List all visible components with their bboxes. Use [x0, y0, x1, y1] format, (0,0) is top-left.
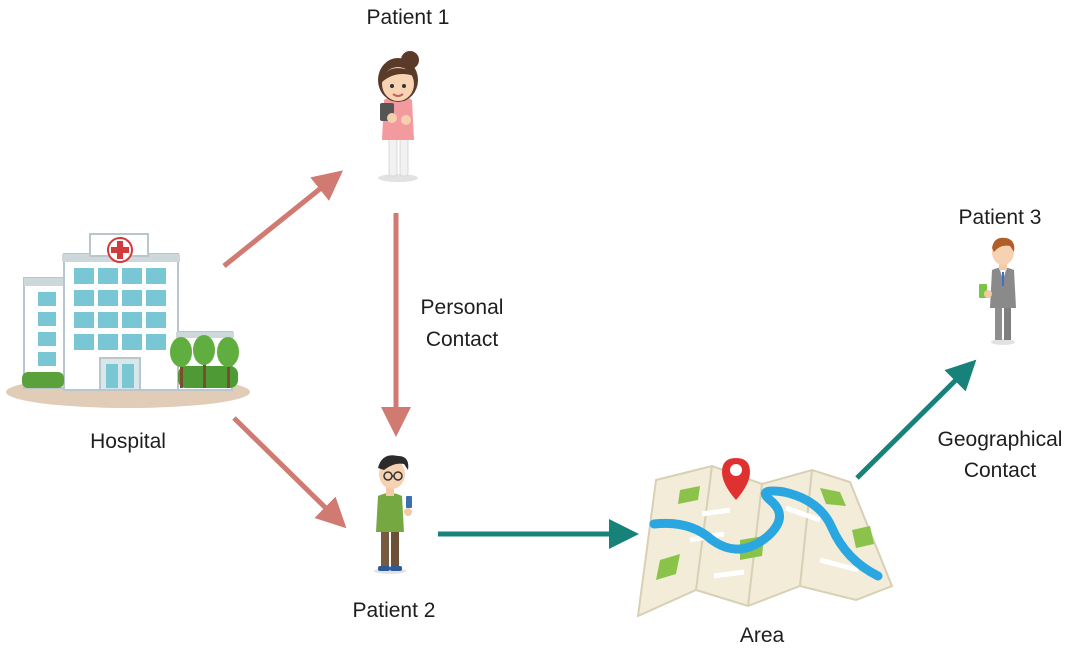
arrow-hospital-to-patient1	[222, 170, 344, 268]
personal-contact-label-line2: Contact	[426, 328, 499, 351]
patient3-figure	[979, 237, 1016, 345]
area-map-icon	[636, 458, 894, 618]
patient2-label: Patient 2	[353, 599, 436, 622]
patient1-figure	[378, 51, 419, 182]
patient3-label: Patient 3	[959, 206, 1042, 229]
hospital-icon	[6, 233, 250, 408]
arrow-area-to-patient3	[855, 359, 977, 480]
geographical-contact-label-line2: Contact	[964, 459, 1037, 482]
geographical-contact-label-line1: Geographical	[938, 428, 1063, 451]
patient1-label: Patient 1	[367, 6, 450, 29]
area-label: Area	[740, 624, 785, 647]
personal-contact-label-line1: Personal	[421, 296, 504, 319]
hospital-label: Hospital	[90, 430, 166, 453]
patient2-figure	[374, 455, 412, 574]
arrow-hospital-to-patient2	[232, 416, 347, 529]
